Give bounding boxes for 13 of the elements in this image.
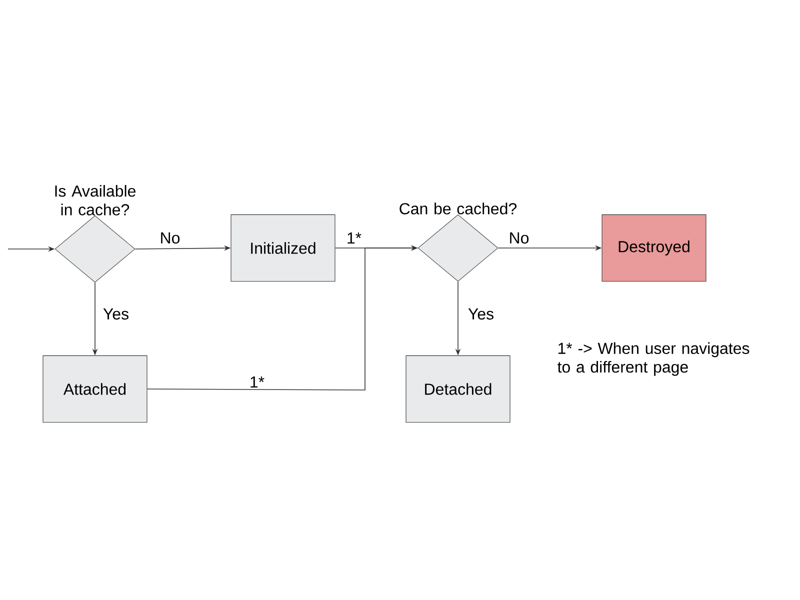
state-box: Destroyed — [602, 214, 706, 282]
edge-label: Yes — [102, 307, 130, 321]
decision-label: Can be cached? — [400, 202, 517, 214]
edge-label: 1* — [345, 231, 363, 245]
edge-label: 1* — [248, 375, 266, 389]
state-box: Initialized — [230, 214, 336, 282]
state-box: Attached — [42, 355, 148, 423]
edge-label: Yes — [466, 307, 496, 321]
edge-label: No — [158, 231, 182, 245]
state-box: Detached — [406, 355, 510, 423]
decision-label: Is Available in cache? — [55, 185, 136, 216]
edge-label: No — [507, 231, 531, 245]
footnote-text: 1* -> When user navigates to a different page — [558, 342, 750, 376]
